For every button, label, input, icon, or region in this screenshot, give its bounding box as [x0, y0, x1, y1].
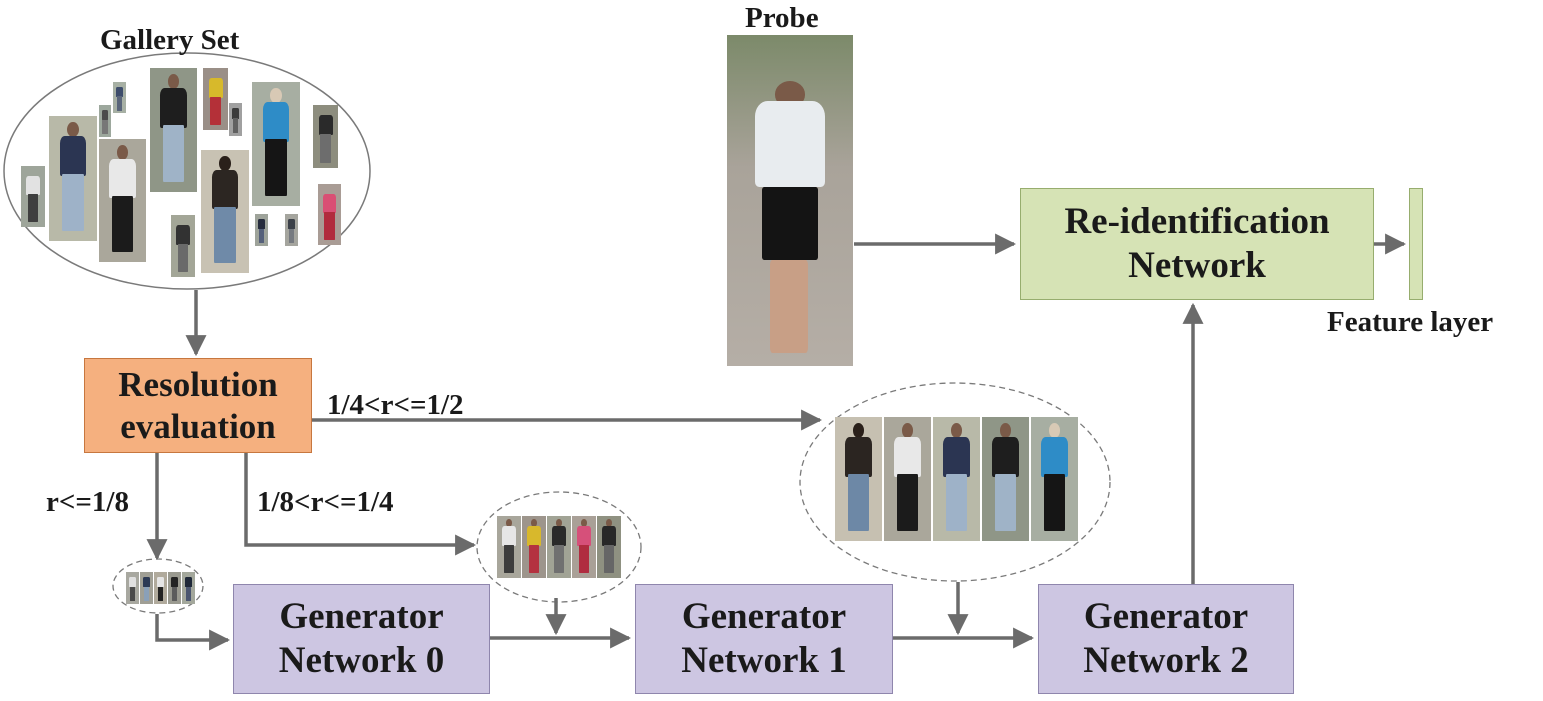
high-res-person-image [884, 417, 931, 541]
gallery-person-image [229, 103, 242, 136]
high-res-person-image [835, 417, 882, 541]
mid-res-person-image [597, 516, 621, 578]
low-res-person-image [140, 572, 153, 604]
reid-box-line-1: Re-identification [1064, 200, 1330, 242]
range-label-high: 1/4<r<=1/2 [327, 389, 464, 421]
gallery-set-ellipse [3, 52, 371, 290]
probe-person-image [727, 35, 853, 366]
high-res-person-image [982, 417, 1029, 541]
gallery-person-image [313, 105, 338, 168]
gallery-person-image [171, 215, 195, 277]
resolution-box-line-2: evaluation [120, 406, 276, 446]
feature-layer-bar [1409, 188, 1423, 300]
generator-network-0-box: Generator Network 0 [233, 584, 490, 694]
low-res-person-image [182, 572, 195, 604]
mid-res-person-image [572, 516, 596, 578]
gallery-person-image [201, 150, 249, 273]
low-res-person-image [154, 572, 167, 604]
gen0-box-line-1: Generator [279, 595, 444, 637]
gen1-box-line-2: Network 1 [681, 640, 847, 681]
mid-res-person-image [547, 516, 571, 578]
gallery-person-image [99, 139, 146, 262]
resolution-box-line-1: Resolution [118, 364, 278, 404]
range-label-low: r<=1/8 [46, 486, 129, 518]
gen2-box-line-1: Generator [1083, 595, 1249, 637]
resolution-evaluation-box: Resolution evaluation [84, 358, 312, 453]
gallery-person-image [285, 214, 298, 246]
generator-network-1-box: Generator Network 1 [635, 584, 893, 694]
gallery-set-title: Gallery Set [100, 24, 240, 56]
mid-res-person-image [497, 516, 521, 578]
mid-res-group-ellipse [476, 491, 642, 603]
gallery-person-image [49, 116, 97, 241]
gen1-box-line-1: Generator [681, 595, 847, 637]
gen2-box-line-2: Network 2 [1083, 640, 1249, 681]
low-res-person-image [168, 572, 181, 604]
arrow-resolution-to-mid-res [244, 453, 477, 556]
high-res-person-image [1031, 417, 1078, 541]
probe-title: Probe [745, 2, 819, 34]
reid-network-box: Re-identification Network [1020, 188, 1374, 300]
arrow-low-res-to-gen0 [155, 614, 231, 651]
gen0-box-line-2: Network 0 [278, 640, 445, 681]
gallery-person-image [99, 105, 111, 137]
gallery-person-image [113, 82, 126, 113]
low-res-person-image [126, 572, 139, 604]
gallery-person-image [252, 82, 300, 206]
high-res-person-image [933, 417, 980, 541]
range-label-mid: 1/8<r<=1/4 [257, 486, 394, 518]
gallery-person-image [318, 184, 341, 245]
gallery-person-image [255, 214, 268, 246]
high-res-group-ellipse [799, 382, 1111, 582]
reid-box-line-2: Network [1128, 245, 1266, 286]
feature-layer-label: Feature layer [1327, 306, 1494, 338]
gallery-person-image [150, 68, 197, 192]
generator-network-2-box: Generator Network 2 [1038, 584, 1294, 694]
gallery-person-image [21, 166, 45, 227]
mid-res-person-image [522, 516, 546, 578]
gallery-person-image [203, 68, 228, 130]
